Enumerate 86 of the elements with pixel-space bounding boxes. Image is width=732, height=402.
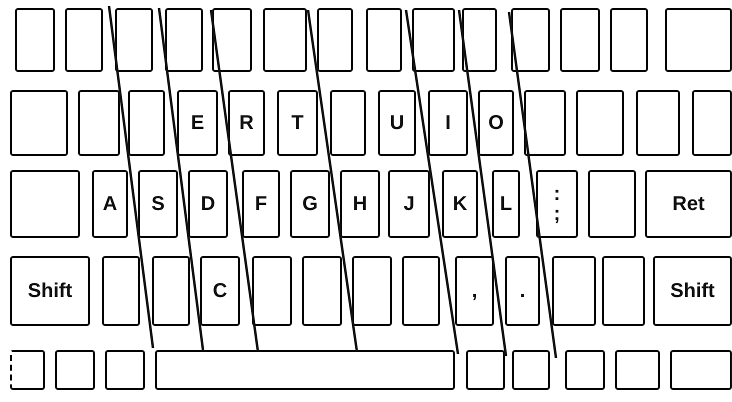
keyboard-key [155, 350, 455, 390]
keyboard-key [492, 170, 520, 238]
keyboard-key [610, 8, 648, 72]
keyboard-key [512, 350, 550, 390]
key-label: . [520, 281, 526, 301]
key-label: R [239, 113, 254, 133]
keyboard-key [466, 350, 505, 390]
keyboard-key [152, 256, 190, 326]
keyboard-key [565, 350, 605, 390]
keyboard-key [10, 170, 80, 238]
key-label: L [500, 194, 512, 214]
keyboard-key [412, 8, 455, 72]
keyboard-key [212, 8, 252, 72]
keyboard-key [352, 256, 392, 326]
keyboard-key [78, 90, 120, 156]
keyboard-key [177, 90, 218, 156]
keyboard-key [455, 256, 494, 326]
keyboard-key [290, 170, 330, 238]
keyboard-key [402, 256, 440, 326]
keyboard-key [165, 8, 203, 72]
key-label: H [352, 194, 368, 214]
keyboard-key [388, 170, 430, 238]
keyboard-key [670, 350, 732, 390]
keyboard-key [228, 90, 265, 156]
key-label: S [151, 194, 165, 214]
keyboard-key [636, 90, 680, 156]
key-label: Shift [670, 281, 715, 301]
key-label: F [254, 194, 268, 214]
key-label: J [403, 194, 415, 214]
key-label: O [488, 113, 504, 133]
keyboard-key [188, 170, 228, 238]
key-label: A [102, 194, 118, 214]
keyboard-key [105, 350, 145, 390]
key-label: G [302, 194, 318, 214]
keyboard-key [576, 90, 624, 156]
keyboard-key [277, 90, 318, 156]
key-label: K [452, 194, 468, 214]
keyboard-key [128, 90, 165, 156]
keyboard-key [692, 90, 732, 156]
keyboard-key [536, 170, 578, 238]
keyboard-key [378, 90, 416, 156]
keyboard-key [317, 8, 353, 72]
keyboard-key [10, 90, 68, 156]
keyboard-key [462, 8, 497, 72]
key-label: I [445, 113, 451, 133]
key-label: Ret [672, 194, 705, 214]
keyboard-key [252, 256, 292, 326]
key-label: , [472, 281, 478, 301]
keyboard-key [645, 170, 732, 238]
keyboard-key [92, 170, 128, 238]
keyboard-key [263, 8, 307, 72]
keyboard-key [330, 90, 366, 156]
key-label: Shift [28, 281, 72, 301]
key-label: T [291, 113, 304, 133]
keyboard-key [588, 170, 636, 238]
keyboard-key [615, 350, 660, 390]
key-label: D [200, 194, 216, 214]
keyboard-key [55, 350, 95, 390]
keyboard-key [242, 170, 280, 238]
keyboard-key [200, 256, 240, 326]
keyboard-key [552, 256, 596, 326]
key-label: C [212, 281, 228, 301]
keyboard-key [505, 256, 540, 326]
keyboard-key [511, 8, 550, 72]
keyboard-key [428, 90, 468, 156]
keyboard-key [115, 8, 153, 72]
keyboard-key [478, 90, 514, 156]
keyboard-key [340, 170, 380, 238]
key-label: E [190, 113, 204, 133]
keyboard-key [653, 256, 732, 326]
keyboard-key [138, 170, 178, 238]
keyboard-key [102, 256, 140, 326]
keyboard-key [15, 8, 55, 72]
keyboard-key [65, 8, 103, 72]
keyboard-key [366, 8, 402, 72]
keyboard-key [10, 350, 45, 390]
keyboard-key [524, 90, 566, 156]
key-label: : [554, 184, 560, 204]
key-label: U [390, 113, 404, 133]
keyboard-key [10, 256, 90, 326]
keyboard-key [302, 256, 342, 326]
key-label: ; [554, 204, 560, 224]
keyboard-key [602, 256, 645, 326]
keyboard-key [442, 170, 478, 238]
keyboard-key [560, 8, 600, 72]
keyboard-key [665, 8, 732, 72]
